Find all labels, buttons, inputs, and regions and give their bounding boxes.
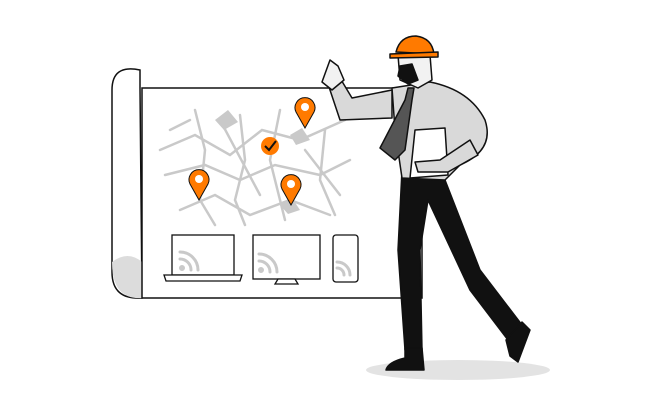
check-circle-icon bbox=[261, 137, 279, 155]
hard-hat-icon bbox=[389, 35, 439, 59]
scroll-roll bbox=[111, 68, 143, 299]
wifi-icon bbox=[178, 250, 200, 272]
wifi-icon bbox=[335, 260, 352, 277]
map-block bbox=[280, 198, 300, 214]
map-pin-icon bbox=[294, 97, 316, 130]
beard bbox=[397, 63, 419, 85]
engineer bbox=[321, 35, 531, 371]
shoe bbox=[505, 321, 531, 363]
map-pin-icon bbox=[188, 169, 210, 202]
map-block bbox=[290, 128, 310, 145]
laptop-icon bbox=[163, 234, 243, 282]
forearm bbox=[414, 139, 479, 173]
monitor-icon bbox=[252, 234, 321, 285]
map-block bbox=[215, 110, 238, 130]
map-pin-icon bbox=[280, 174, 302, 207]
wifi-icon bbox=[257, 252, 279, 274]
phone-icon bbox=[332, 234, 359, 283]
pants bbox=[397, 169, 523, 351]
hand bbox=[321, 59, 345, 91]
scroll-roll-shade bbox=[112, 256, 142, 299]
shoe bbox=[385, 347, 425, 371]
tie bbox=[379, 87, 415, 161]
